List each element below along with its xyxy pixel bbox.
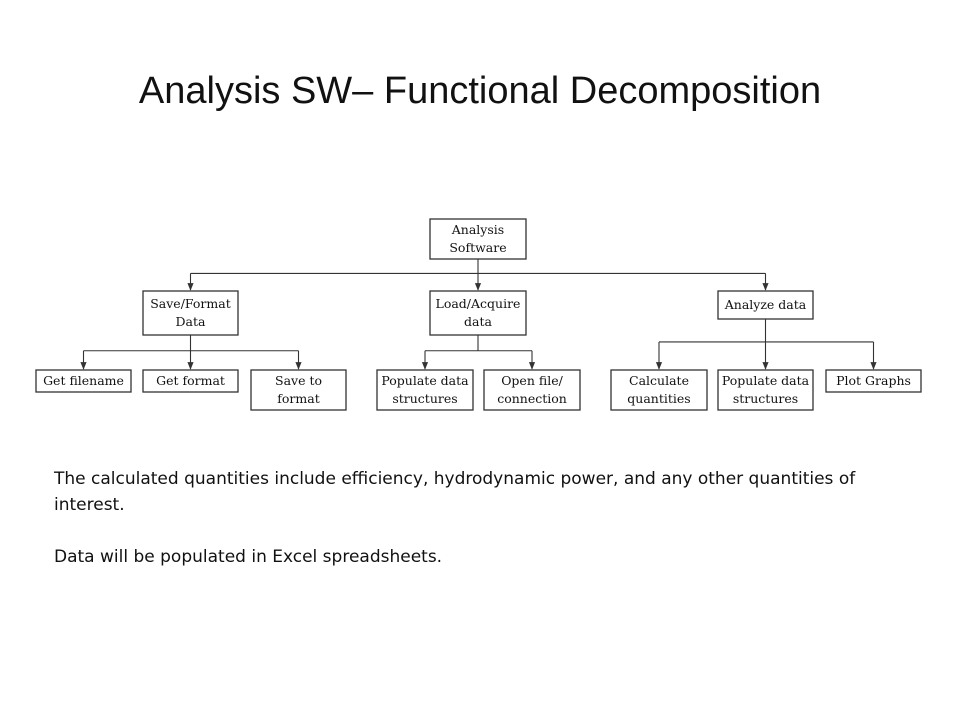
node-calculate-quantities-box — [610, 369, 708, 411]
node-open-file-connection-label-line-2: connection — [497, 391, 567, 406]
edges-layer — [80, 259, 877, 370]
node-populate-data-structures-analyze-label-line-1: Populate data — [722, 373, 810, 388]
node-populate-data-structures-load: Populate data structures — [376, 369, 474, 411]
note-calculated-quantities: The calculated quantities include effici… — [54, 469, 856, 515]
node-save-to-format-box — [250, 369, 347, 411]
node-populate-data-structures-analyze-box — [717, 369, 814, 411]
node-plot-graphs: Plot Graphs — [825, 369, 922, 393]
node-calculate-quantities: Calculate quantities — [610, 369, 708, 411]
node-load-acquire-data: Load/Acquire data — [429, 290, 527, 336]
node-save-format-data-label-line-1: Save/Format — [150, 296, 231, 311]
node-save-format-data-label-line-2: Data — [176, 314, 206, 329]
node-analyze-data-box — [717, 290, 814, 320]
node-analysis-software-box — [429, 218, 527, 260]
node-get-filename-box — [35, 369, 132, 393]
node-load-acquire-data-label-line-1: Load/Acquire — [436, 296, 521, 311]
node-analysis-software-label-line-2: Software — [449, 240, 506, 255]
node-save-to-format-label-line-2: format — [277, 391, 319, 406]
node-analyze-data: Analyze data — [717, 290, 814, 320]
node-save-to-format-label-line-1: Save to — [275, 373, 322, 388]
node-save-format-data-box — [142, 290, 239, 336]
node-open-file-connection-label-line-1: Open file/ — [501, 373, 563, 388]
node-plot-graphs-box — [825, 369, 922, 393]
node-get-format-box — [142, 369, 239, 393]
node-open-file-connection: Open file/connection — [483, 369, 581, 411]
node-populate-data-structures-analyze: Populate data structures — [717, 369, 814, 411]
node-open-file-connection-box — [483, 369, 581, 411]
node-populate-data-structures-load-label-line-1: Populate data — [381, 373, 469, 388]
node-get-format-label-line-1: Get format — [156, 373, 225, 388]
node-populate-data-structures-load-box — [376, 369, 474, 411]
node-get-filename-label-line-1: Get filename — [43, 373, 124, 388]
node-populate-data-structures-load-label-line-2: structures — [392, 391, 457, 406]
node-calculate-quantities-label-line-2: quantities — [627, 391, 690, 406]
notes-block: The calculated quantities include effici… — [54, 466, 914, 570]
note-excel-spreadsheets: Data will be populated in Excel spreadsh… — [54, 547, 443, 567]
node-analysis-software-label-line-1: Analysis — [451, 222, 504, 237]
node-analyze-data-label-line-1: Analyze data — [724, 297, 807, 312]
node-load-acquire-data-box — [429, 290, 527, 336]
node-populate-data-structures-analyze-label-line-2: structures — [733, 391, 798, 406]
slide-title: Analysis SW– Functional Decomposition — [138, 70, 822, 112]
node-get-filename: Get filename — [35, 369, 132, 393]
node-plot-graphs-label-line-1: Plot Graphs — [836, 373, 911, 388]
node-save-to-format: Save to format — [250, 369, 347, 411]
node-get-format: Get format — [142, 369, 239, 393]
node-load-acquire-data-label-line-2: data — [464, 314, 492, 329]
node-calculate-quantities-label-line-1: Calculate — [629, 373, 689, 388]
